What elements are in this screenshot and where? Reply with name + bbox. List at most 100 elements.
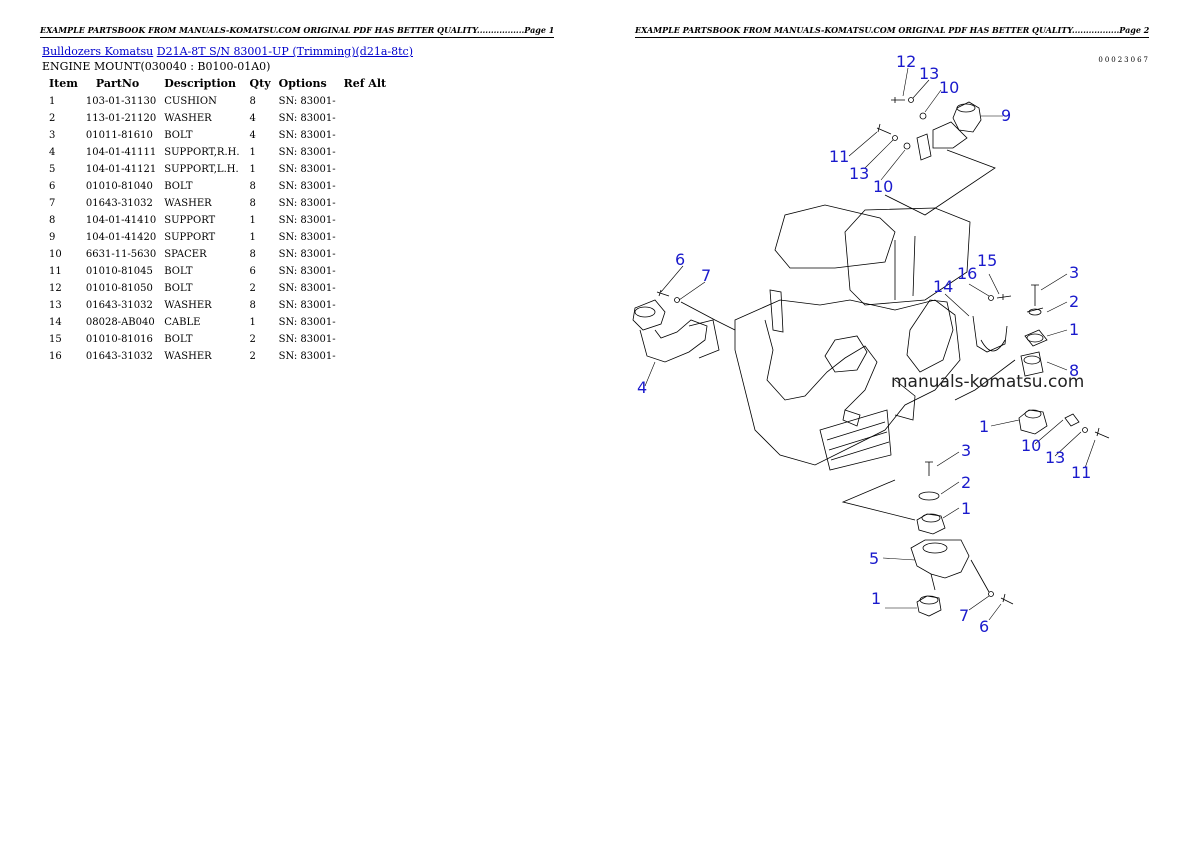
cell-ref-alt [340, 280, 391, 297]
watermark: manuals-komatsu.com [891, 372, 1084, 392]
column-header-options: Options [278, 77, 327, 90]
cell-item: 12 [49, 283, 62, 294]
cell-ref-alt [340, 229, 391, 246]
cell-description: CABLE [164, 317, 201, 328]
mount-top-assembly [876, 97, 996, 216]
left-support-assembly [632, 289, 736, 363]
cell-description: WASHER [164, 351, 212, 362]
callout-12: 12 [896, 52, 916, 71]
cell-partno: 01010-81016 [85, 334, 153, 345]
callout-3: 3 [1069, 263, 1079, 282]
cell-partno: 01010-81050 [85, 283, 153, 294]
diagram-code: 00023067 [1098, 56, 1150, 64]
cell-options: SN: 83001- [278, 164, 336, 175]
callout-15: 15 [977, 251, 997, 270]
cell-options: SN: 83001- [278, 334, 336, 345]
cell-item: 1 [49, 96, 56, 107]
right-upper-assembly [954, 284, 1048, 401]
column-header-qty: Qty [249, 77, 271, 90]
table-header-row: Item PartNo Description Qty Options Ref … [45, 76, 390, 93]
cell-partno: 01011-81610 [85, 130, 153, 141]
callout-7: 7 [959, 606, 969, 625]
cell-ref-alt [340, 263, 391, 280]
cell-item: 4 [49, 147, 56, 158]
cell-description: SUPPORT,R.H. [164, 147, 240, 158]
cell-qty: 8 [249, 249, 256, 260]
cell-item: 2 [49, 113, 56, 124]
callout-7: 7 [701, 266, 711, 285]
cell-options: SN: 83001- [278, 351, 336, 362]
header-divider [635, 37, 1149, 38]
cell-partno: 104-01-41121 [85, 164, 157, 175]
cell-qty: 1 [249, 232, 256, 243]
cell-description: SPACER [164, 249, 207, 260]
cell-item: 16 [49, 351, 62, 362]
cell-partno: 104-01-41111 [85, 147, 157, 158]
cell-ref-alt [340, 93, 391, 110]
cell-options: SN: 83001- [278, 300, 336, 311]
cell-item: 13 [49, 300, 62, 311]
callout-1: 1 [979, 417, 989, 436]
cell-description: BOLT [164, 181, 193, 192]
cell-partno: 01643-31032 [85, 300, 153, 311]
column-header-description: Description [164, 77, 236, 90]
cell-item: 8 [49, 215, 56, 226]
page-2: EXAMPLE PARTSBOOK FROM MANUALS-KOMATSU.C… [595, 0, 1190, 842]
cell-description: SUPPORT [164, 215, 216, 226]
cell-ref-alt [340, 297, 391, 314]
cell-item: 9 [49, 232, 56, 243]
cell-ref-alt [340, 178, 391, 195]
callout-10: 10 [1021, 436, 1041, 455]
cell-description: WASHER [164, 198, 212, 209]
cell-qty: 1 [249, 317, 256, 328]
section-title: ENGINE MOUNT(030040 : B0100-01A0) [42, 60, 271, 73]
cell-description: SUPPORT [164, 232, 216, 243]
cell-description: BOLT [164, 283, 193, 294]
cell-ref-alt [340, 246, 391, 263]
callout-13: 13 [1045, 448, 1065, 467]
cell-description: SUPPORT,L.H. [164, 164, 239, 175]
cell-qty: 4 [249, 113, 256, 124]
cell-qty: 4 [249, 130, 256, 141]
page-header: EXAMPLE PARTSBOOK FROM MANUALS-KOMATSU.C… [40, 25, 555, 35]
callout-11: 11 [829, 147, 849, 166]
cell-options: SN: 83001- [278, 283, 336, 294]
cell-options: SN: 83001- [278, 147, 336, 158]
cell-partno: 01010-81040 [85, 181, 153, 192]
column-header-ref-alt: Ref Alt [343, 77, 387, 90]
callout-9: 9 [1001, 106, 1011, 125]
breadcrumb-link-catalog[interactable]: Bulldozers Komatsu [42, 45, 154, 58]
lower-support-assembly [841, 461, 1014, 617]
cell-partno: 113-01-21120 [85, 113, 157, 124]
cell-partno: 01643-31032 [85, 198, 153, 209]
cell-ref-alt [340, 110, 391, 127]
cell-options: SN: 83001- [278, 198, 336, 209]
engine-mount-diagram: 12 13 10 9 11 13 10 6 7 4 16 15 14 3 2 1… [632, 52, 1110, 636]
cell-qty: 1 [249, 215, 256, 226]
cell-qty: 8 [249, 96, 256, 107]
callout-6: 6 [979, 617, 989, 636]
breadcrumb-link-model[interactable]: D21A-8T S/N 83001-UP (Trimming)(d21a-8tc… [156, 45, 413, 58]
callout-11: 11 [1071, 463, 1091, 482]
cell-item: 5 [49, 164, 56, 175]
callout-6: 6 [675, 250, 685, 269]
cell-ref-alt [340, 161, 391, 178]
cell-ref-alt [340, 127, 391, 144]
table-row: 12 01010-81050 BOLT 2 SN: 83001- [45, 280, 390, 297]
callout-14: 14 [933, 277, 953, 296]
cell-partno: 08028-AB040 [85, 317, 155, 328]
cell-qty: 2 [249, 283, 256, 294]
leader-lines [644, 67, 1096, 621]
cell-description: BOLT [164, 130, 193, 141]
cell-qty: 8 [249, 198, 256, 209]
